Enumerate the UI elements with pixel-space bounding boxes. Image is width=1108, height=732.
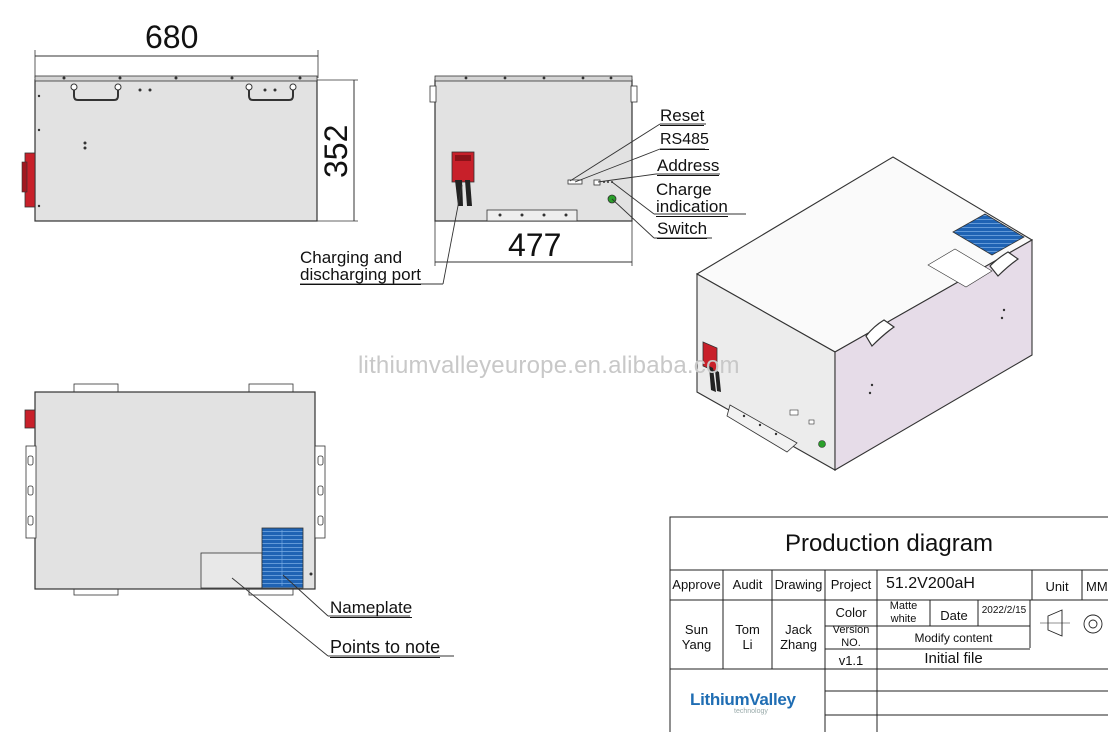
audit-name-line1: Tom [735, 622, 760, 637]
color-label: Color [835, 605, 867, 620]
version-value: v1.1 [838, 653, 864, 668]
top-view [24, 383, 454, 657]
front-view [21, 50, 358, 222]
unit-label: Unit [1045, 579, 1069, 594]
logo-subtext: technology [734, 708, 768, 715]
color-value-line2: white [890, 614, 917, 625]
title-block-title: Production diagram [784, 530, 994, 557]
date-label: Date [940, 608, 968, 623]
callout-points-to-note: Points to note [330, 637, 441, 658]
modify-content-label: Modify content [914, 631, 993, 645]
isometric-view [695, 156, 1034, 471]
callout-port-line1: Charging and [300, 248, 403, 267]
approve-name-line1: Sun [684, 622, 709, 637]
callout-reset: Reset [660, 106, 705, 126]
approve-label: Approve [672, 577, 721, 592]
title-block-grid [669, 516, 1108, 732]
callout-nameplate: Nameplate [330, 598, 413, 618]
callout-address: Address [657, 156, 720, 176]
dimension-depth-label: 477 [508, 227, 562, 263]
drawing-name-line2: Zhang [780, 637, 817, 652]
version-label-line1: Version [832, 624, 870, 636]
version-label-line2: NO. [841, 638, 861, 648]
drawing-label: Drawing [774, 577, 823, 592]
callout-port-line2: discharging port [300, 265, 421, 285]
side-view [300, 75, 746, 285]
color-value-line1: Matte [889, 600, 918, 612]
unit-value: MM [1086, 579, 1108, 594]
callout-switch: Switch [657, 219, 708, 239]
logo-text: LithiumValley [690, 690, 796, 709]
project-label: Project [830, 577, 872, 592]
audit-label: Audit [732, 577, 763, 592]
watermark-text: lithiumvalleyeurope.en.alibaba.com [358, 352, 740, 379]
callout-charge-indication-line1: Charge [656, 180, 712, 199]
date-value: 2022/2/15 [981, 605, 1027, 616]
callout-charge-indication-line2: indication [656, 197, 728, 217]
drawing-name-line1: Jack [785, 622, 812, 637]
approve-name-line2: Yang [681, 637, 712, 652]
dimension-width-label: 680 [145, 19, 199, 55]
callout-rs485: RS485 [660, 131, 709, 150]
project-value: 51.2V200aH [886, 575, 975, 592]
company-logo: LithiumValley technology [690, 684, 820, 720]
dimension-height-label: 352 [318, 124, 354, 178]
modify-content-value: Initial file [924, 650, 983, 667]
audit-name-line2: Li [742, 637, 753, 652]
